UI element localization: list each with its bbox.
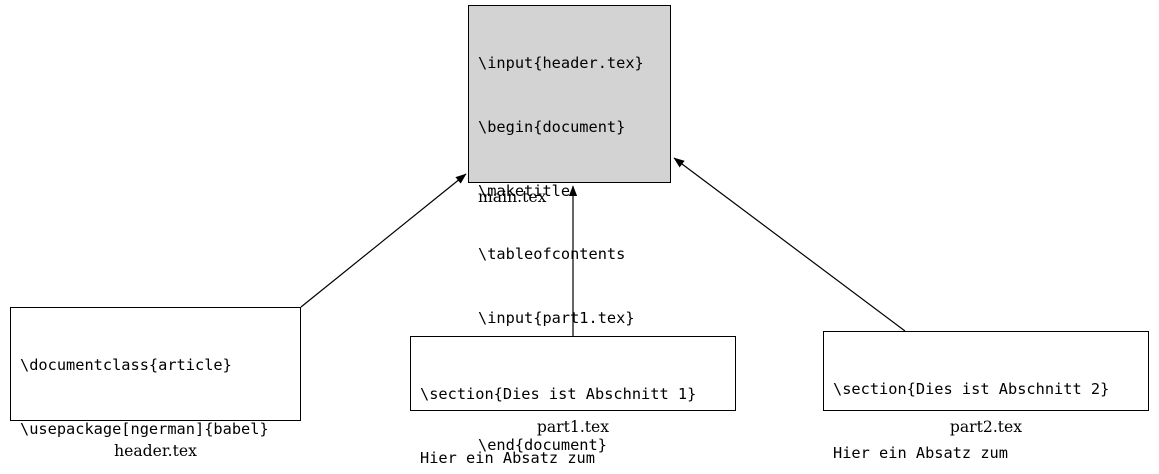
code-line: \usepackage[ngerman]{babel} xyxy=(20,420,269,439)
code-line: Hier ein Absatz zum xyxy=(420,449,595,468)
code-line: Hier ein Absatz zum xyxy=(833,444,1008,463)
node-header-tex[interactable]: \documentclass{article} \usepackage[nger… xyxy=(10,307,301,438)
caption-header-tex: header.tex xyxy=(114,442,197,460)
node-main-tex[interactable]: \input{header.tex} \begin{document} \mak… xyxy=(468,5,671,454)
caption-part2-tex: part2.tex xyxy=(949,418,1023,436)
edge-part2-to-main xyxy=(673,157,906,332)
code-line: \end{document} xyxy=(478,436,607,455)
edge-header-to-main xyxy=(300,173,467,308)
code-line: \input{part1.tex} xyxy=(478,308,635,327)
code-line: \input{header.tex} xyxy=(478,54,644,73)
code-line: \maketitle xyxy=(478,181,571,200)
node-part1-tex[interactable]: \section{Dies ist Abschnitt 1} Hier ein … xyxy=(410,336,736,467)
code-line: \section{Dies ist Abschnitt 2} xyxy=(833,380,1110,399)
caption-part1-tex: part1.tex xyxy=(536,418,610,436)
node-part2-tex[interactable]: \section{Dies ist Abschnitt 2} Hier ein … xyxy=(823,331,1149,462)
code-line: \documentclass{article} xyxy=(20,356,232,375)
caption-main-tex: main.tex xyxy=(478,188,547,206)
code-line: \section{Dies ist Abschnitt 1} xyxy=(420,385,697,404)
code-line: \begin{document} xyxy=(478,118,626,137)
code-line: \tableofcontents xyxy=(478,245,626,264)
